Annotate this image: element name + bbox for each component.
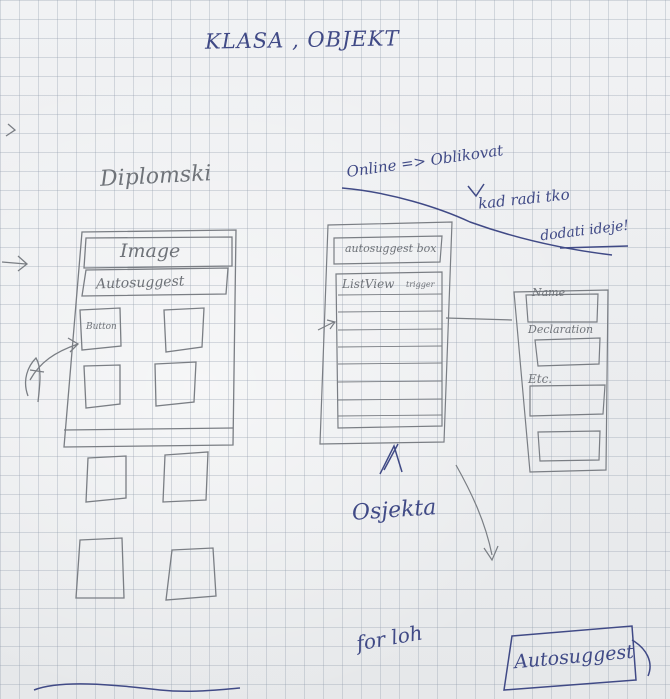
right-field-4 [537, 430, 601, 462]
left-tile-5 [162, 451, 209, 503]
ink-underline-2 [559, 245, 629, 249]
middle-link-line [445, 317, 513, 321]
left-tile-4 [85, 455, 127, 503]
osjekta-caption: Osjekta [351, 495, 438, 526]
listview-label: ListView [342, 277, 395, 291]
left-image-bar [83, 236, 233, 269]
middle-listview-box [335, 271, 443, 429]
left-small-arrow [5, 123, 17, 137]
left-hand-arrow [29, 337, 80, 381]
left-button-box [79, 307, 122, 351]
right-field-1 [525, 293, 599, 323]
button-label: Button [86, 322, 117, 332]
middle-curve [455, 464, 499, 562]
left-arrow [1, 255, 29, 272]
right-field-2 [534, 337, 601, 367]
left-tile-2 [83, 364, 121, 409]
ink-underline [341, 187, 613, 256]
right-field-3 [529, 384, 606, 417]
diplomski-heading: Diplomski [99, 161, 213, 192]
form-field-declaration: Declaration [528, 323, 594, 336]
ink-bottom-scribble [33, 683, 241, 693]
ink-up-arrow [379, 443, 403, 475]
middle-autosuggest-box [333, 235, 443, 265]
form-field-etc: Etc. [528, 372, 553, 386]
autosuggest-box-label: autosuggest box [345, 242, 437, 255]
left-tile-6 [75, 537, 125, 599]
left-tile-1 [163, 307, 205, 353]
right-form-frame [513, 289, 609, 473]
left-autosuggest-bar [81, 267, 229, 297]
left-stick-figure [24, 356, 45, 403]
autosuggest-label: Autosuggest [95, 273, 185, 293]
left-app-frame [63, 229, 237, 448]
form-field-name: Name [532, 286, 566, 299]
left-tile-7 [165, 547, 217, 601]
image-label: Image [120, 240, 181, 262]
ink-box-around-word [503, 625, 637, 691]
ink-box-tail [631, 639, 651, 677]
middle-outer-frame [319, 221, 453, 445]
left-tile-3 [154, 361, 197, 407]
left-frame-bottom [63, 427, 234, 431]
trigger-label: trigger [406, 280, 435, 289]
page-title: KLASA , OBJEKT [204, 26, 400, 54]
middle-side-arrow [317, 319, 337, 331]
ink-small-arrow [467, 183, 485, 198]
